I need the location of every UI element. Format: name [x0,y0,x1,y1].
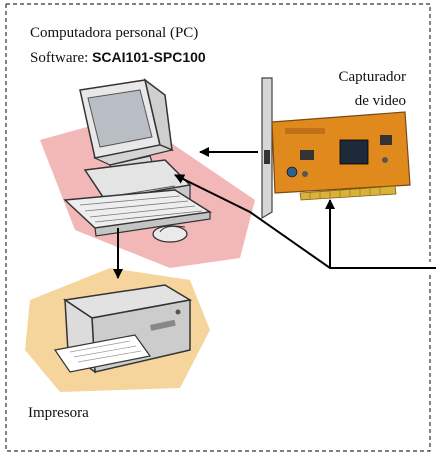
software-name: SCAI101-SPC100 [92,49,206,65]
capture-label-2: de video [354,93,406,109]
computer-icon [63,78,213,243]
pc-label: Computadora personal (PC) [30,25,199,41]
software-line: Software: SCAI101-SPC100 [30,48,206,67]
printer-icon [53,284,193,374]
capture-card-icon [261,77,411,220]
dashed-frame [5,3,431,452]
arrows [113,147,436,279]
capture-label-1: Capturador [338,69,406,85]
software-prefix: Software: [30,50,93,66]
printer-label: Impresora [28,405,89,421]
arrow-line-to-pc [174,174,436,269]
